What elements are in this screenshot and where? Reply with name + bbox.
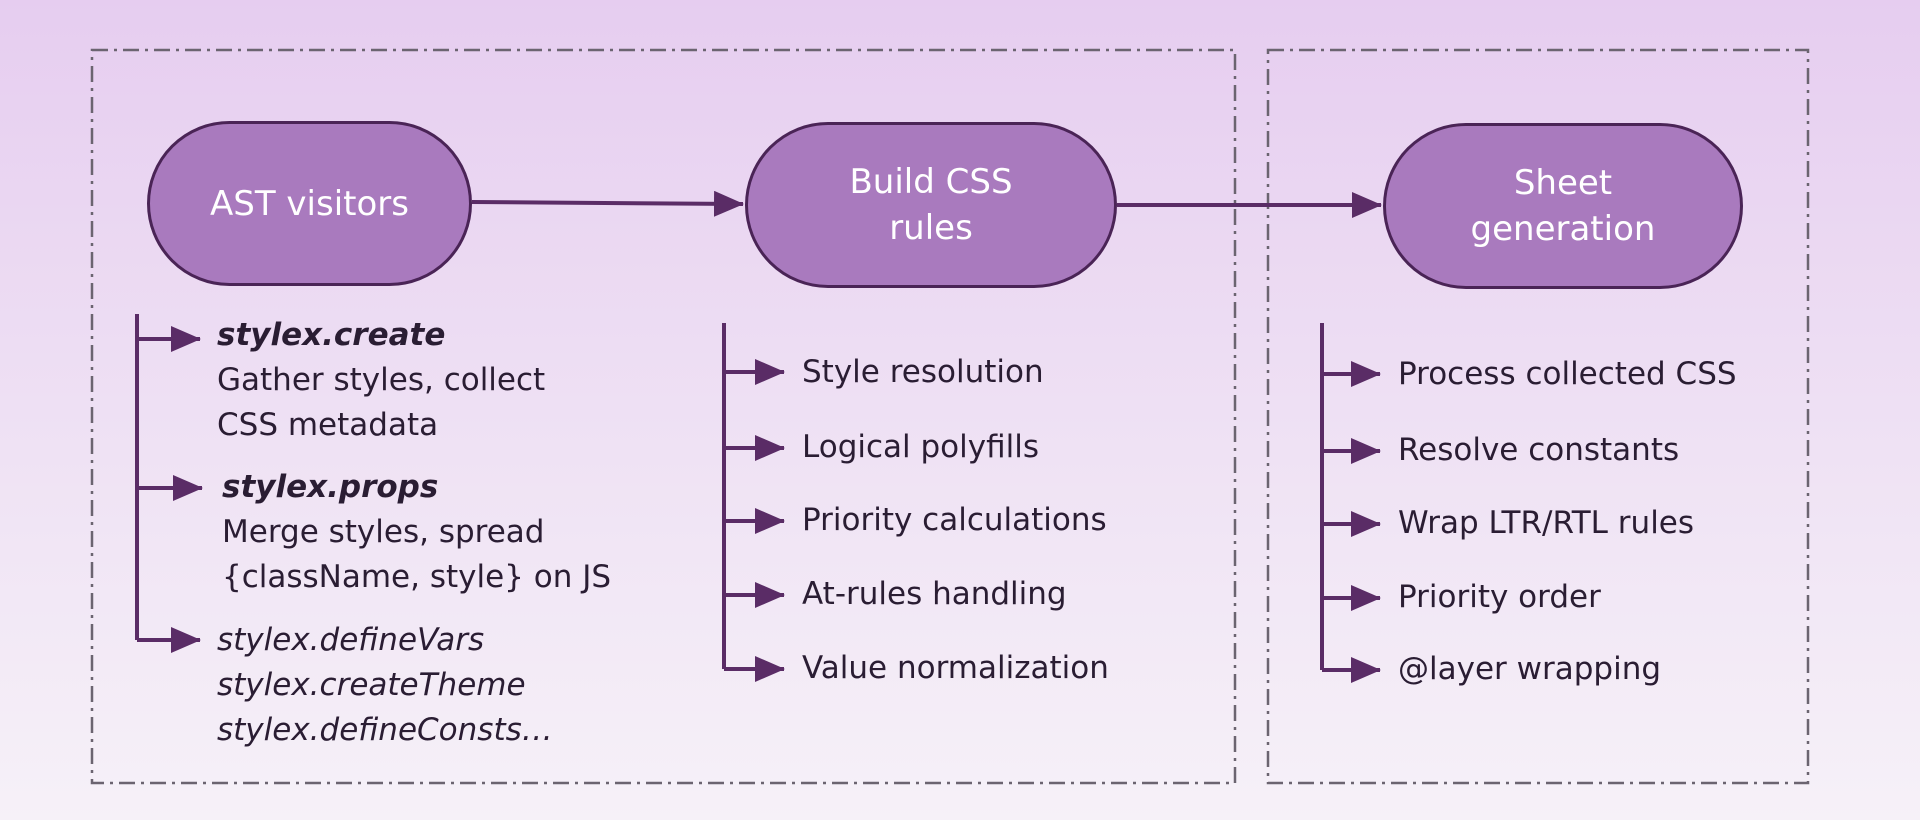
- item-line: stylex.defineVars: [217, 622, 485, 658]
- branch-lines-stage-2: [722, 323, 785, 682]
- item-desc-line: {className, style} on JS: [222, 559, 612, 595]
- list-item: Priority order: [1398, 579, 1601, 615]
- stage-build-css-rules: Build CSS rules: [745, 122, 1117, 288]
- list-item: Wrap LTR/RTL rules: [1398, 505, 1695, 541]
- stage-ast-visitors: AST visitors: [147, 121, 472, 286]
- list-item: At-rules handling: [802, 576, 1067, 612]
- list-item: Resolve constants: [1398, 432, 1680, 468]
- group-border-left: [90, 48, 1237, 785]
- list-item: Process collected CSS: [1398, 356, 1737, 392]
- list-item: @layer wrapping: [1398, 651, 1662, 687]
- list-item-stylex-create: stylex.create Gather styles, collect CSS…: [217, 313, 545, 448]
- list-item: Value normalization: [802, 650, 1109, 686]
- list-item: Logical polyfills: [802, 429, 1039, 465]
- item-desc-line: Merge styles, spread: [222, 514, 545, 550]
- item-desc-line: CSS metadata: [217, 407, 439, 443]
- list-item: Style resolution: [802, 354, 1044, 390]
- item-line: stylex.createTheme: [217, 667, 526, 703]
- stage-sheet-generation: Sheet generation: [1383, 123, 1743, 289]
- item-desc-line: Gather styles, collect: [217, 362, 546, 398]
- list-item-define-apis: stylex.defineVars stylex.createTheme sty…: [217, 618, 553, 753]
- item-title: stylex.props: [222, 469, 439, 505]
- stage-label: AST visitors: [210, 183, 409, 224]
- list-item-stylex-props: stylex.props Merge styles, spread {class…: [222, 465, 611, 600]
- stage-label: Build CSS rules: [849, 162, 1013, 248]
- item-title: stylex.create: [217, 317, 446, 353]
- branch-lines-stage-1: [135, 314, 203, 653]
- stage-label: Sheet generation: [1470, 163, 1656, 249]
- branch-lines-stage-3: [1320, 323, 1381, 683]
- group-border-right: [1266, 48, 1810, 785]
- connector-arrows: [471, 190, 1382, 218]
- item-line: stylex.defineConsts…: [217, 712, 553, 748]
- connector-1-2: [471, 190, 744, 217]
- list-item: Priority calculations: [802, 502, 1107, 538]
